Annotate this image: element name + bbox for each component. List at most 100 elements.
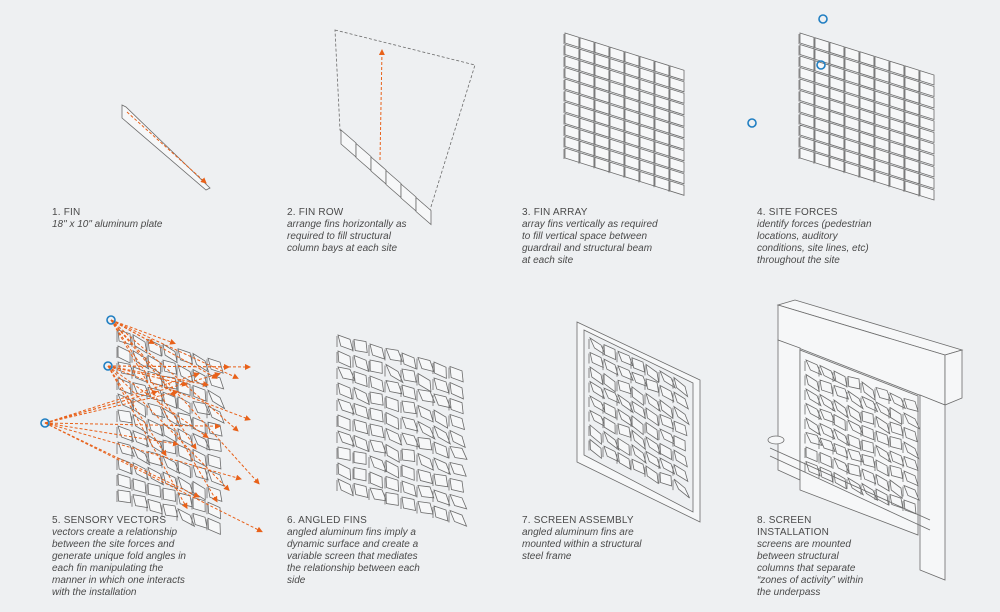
fin [449,509,468,527]
fin [659,442,672,461]
fin [162,391,178,409]
sensory-vector [107,365,251,421]
fin [192,432,211,451]
fin [117,409,133,424]
step-title: 4. SITE FORCES [757,207,838,218]
sensory-vector [44,389,179,424]
fin [433,361,447,379]
fin [669,111,685,127]
step-description: arrange fins horizontally as required to… [287,219,407,254]
sensory-vector [44,422,242,481]
fin [833,413,846,432]
fin [433,377,450,394]
fin [401,480,417,497]
fin [417,356,435,373]
fin [847,462,861,477]
sensory-vector [44,422,221,430]
fin [147,418,164,437]
fin [603,343,616,361]
fin [207,517,221,535]
fin [192,400,211,416]
fin [433,457,452,476]
fin [669,122,685,139]
fin [919,104,935,121]
site-forces-drawing [747,14,935,201]
fin [847,433,861,450]
fin [805,417,822,437]
fin [919,150,935,167]
fin [903,426,918,443]
fin [353,386,370,406]
fin [669,180,685,196]
fin [903,397,919,412]
fin [177,460,192,479]
fin [645,435,662,456]
fin [117,457,132,475]
fin [340,129,357,158]
fin [369,471,383,489]
fin [645,465,659,485]
fin [805,373,820,393]
fin [369,407,384,423]
fin [805,460,821,477]
fin [669,145,685,162]
step-description: angled aluminum fins imply a dynamic sur… [287,527,420,586]
fin [417,501,434,515]
fin [385,347,404,362]
step-title: 8. SCREEN INSTALLATION [757,515,830,538]
fin [673,449,688,468]
fin [449,365,464,383]
fin [805,446,818,463]
site-force-marker [816,60,826,70]
fin [919,185,935,201]
fin [207,357,224,374]
fin [889,435,903,450]
site-force-marker [818,14,828,24]
fin [117,425,135,443]
fin [417,468,433,485]
fin [207,405,225,424]
step-description: angled aluminum fins are mounted within … [522,527,642,562]
fin [805,359,823,376]
fin [659,369,677,389]
fin [861,424,875,441]
sensory-vector [110,319,176,345]
fin [631,443,647,465]
sensory-vector [110,319,260,485]
fin [669,88,685,104]
fin [875,459,889,477]
fin [433,489,451,506]
fin [385,411,400,430]
fin [401,400,417,415]
fin [673,420,688,437]
fin [355,142,372,172]
fin [449,413,466,431]
fin [669,168,685,185]
fin [631,414,644,436]
fin [337,430,356,447]
step-title: 2. FIN ROW [287,207,344,218]
fin [861,439,875,454]
fin [337,398,355,415]
fin [669,157,685,173]
fin [417,388,436,403]
fin [207,501,221,520]
fin [177,444,192,462]
fin [192,512,208,529]
fin [369,375,385,393]
fin [645,378,660,393]
fin [645,363,660,384]
fin [617,393,634,414]
fin [645,407,659,427]
step-description: screens are mounted between structural c… [757,539,864,598]
sensory-vector [107,365,209,387]
fin [401,432,420,448]
fin [433,409,449,429]
fin [449,445,468,460]
fin [919,81,935,98]
fin [645,421,659,441]
fin [192,480,206,501]
sensory-vector [110,319,197,450]
